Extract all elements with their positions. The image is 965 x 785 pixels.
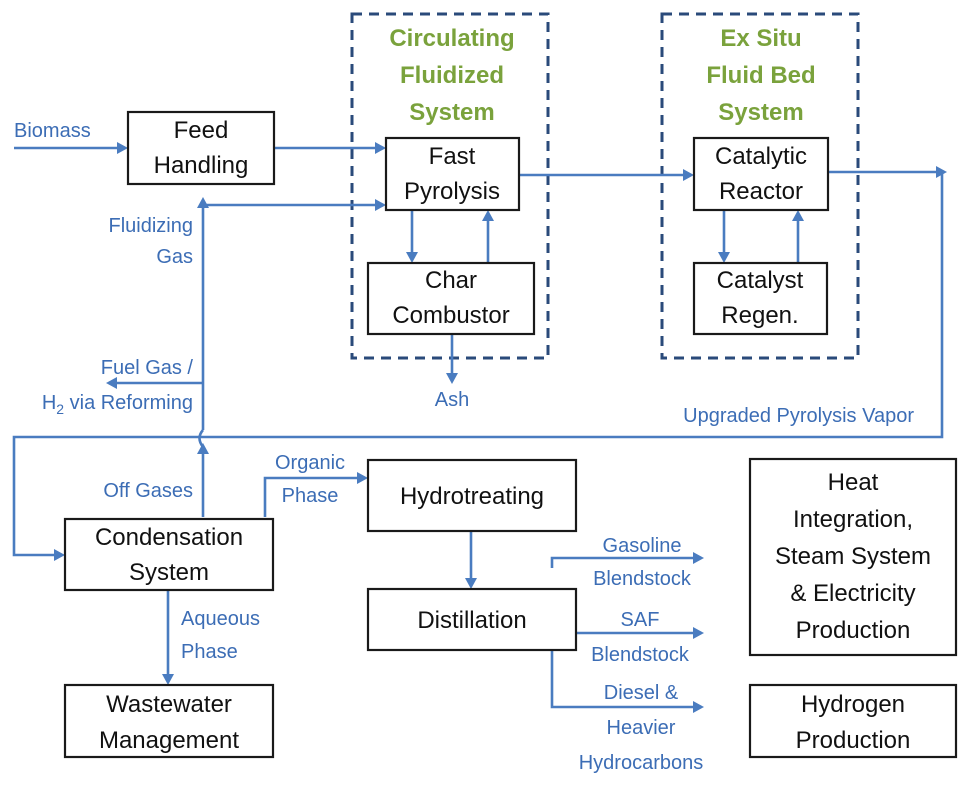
box-label: Production (796, 617, 911, 644)
fast-pyrolysis-box: Fast Pyrolysis (384, 136, 521, 212)
box-label: Hydrotreating (400, 483, 544, 510)
arrowhead (117, 142, 128, 154)
h2-subscript: 2 (56, 401, 64, 417)
diesel-line (550, 650, 698, 709)
box-label: Fast (429, 143, 476, 170)
ex-situ-fluid-bed-system-border (660, 12, 860, 360)
saf-label: SAF (621, 609, 660, 631)
hydrogen-production-box: Hydrogen Production (748, 683, 958, 759)
organic-phase-label: Organic (275, 452, 345, 474)
aqueous-phase-label: Phase (181, 641, 238, 663)
arrowhead (482, 210, 494, 221)
organic-phase-label: Phase (282, 485, 339, 507)
distillation-box: Distillation (366, 587, 578, 652)
organic-phase-line (263, 476, 363, 517)
box-label: Steam System (775, 543, 931, 570)
condensation-system-box: Condensation System (63, 517, 275, 592)
arrowhead (162, 674, 174, 685)
box-label: Regen. (721, 302, 798, 329)
box-label: Handling (154, 152, 249, 179)
char-combustor-box: Char Combustor (366, 261, 536, 336)
catalyst-regen-box: Catalyst Regen. (692, 261, 829, 336)
box-label: Hydrogen (801, 691, 905, 718)
system-title-line: Fluid Bed (706, 62, 815, 89)
system-title-line: Ex Situ (720, 25, 801, 52)
arrowhead (446, 373, 458, 384)
arrowhead (465, 578, 477, 589)
gasoline-label: Blendstock (593, 568, 692, 590)
box-label: Char (425, 267, 477, 294)
box-label: Combustor (392, 302, 509, 329)
diesel-label: Diesel & (604, 682, 679, 704)
box-label: Catalytic (715, 143, 807, 170)
hydrotreating-box: Hydrotreating (366, 458, 578, 533)
box-label: Distillation (417, 607, 526, 634)
ex-situ-fluid-bed-system-title: Ex Situ Fluid Bed System (706, 25, 815, 126)
arrowheads (54, 142, 947, 713)
biomass-label: Biomass (14, 120, 91, 142)
box-label: Condensation (95, 524, 243, 551)
feed-handling-box: Feed Handling (126, 110, 276, 186)
system-title-line: Fluidized (400, 62, 504, 89)
box-label: Feed (174, 117, 229, 144)
box-label: & Electricity (790, 580, 915, 607)
heat-integration-box: Heat Integration, Steam System & Electri… (748, 457, 958, 657)
arrowhead (683, 169, 694, 181)
upgraded-vapor-line (12, 170, 944, 557)
gasoline-label: Gasoline (603, 535, 682, 557)
flow-lines (12, 146, 944, 709)
box-label: Pyrolysis (404, 178, 500, 205)
arrowhead (693, 701, 704, 713)
upgraded-pyrolysis-vapor-label: Upgraded Pyrolysis Vapor (683, 405, 914, 427)
system-title-line: System (409, 99, 494, 126)
gasoline-line (550, 556, 698, 568)
box-label: Wastewater (106, 691, 232, 718)
arrowhead (54, 549, 65, 561)
fluidizing-gas-line (201, 203, 381, 430)
arrowhead (718, 252, 730, 263)
circulating-fluidized-system-title: Circulating Fluidized System (389, 25, 514, 126)
arrowhead (693, 552, 704, 564)
arrowhead (375, 142, 386, 154)
fluidizing-gas-label: Fluidizing (109, 215, 193, 237)
system-title-line: Circulating (389, 25, 514, 52)
box-label: Heat (828, 469, 879, 496)
off-gases-label: Off Gases (103, 480, 193, 502)
box-label: Catalyst (717, 267, 804, 294)
arrowhead (406, 252, 418, 263)
arrowhead (197, 443, 209, 454)
box-label: Reactor (719, 178, 803, 205)
arrowhead (693, 627, 704, 639)
fuel-gas-label: Fuel Gas / (101, 357, 194, 379)
aqueous-phase-label: Aqueous (181, 608, 260, 630)
diesel-label: Heavier (607, 717, 676, 739)
box-label: System (129, 559, 209, 586)
h2-rest: via Reforming (64, 392, 193, 414)
catalytic-reactor-box: Catalytic Reactor (692, 136, 830, 212)
arrowhead (106, 377, 117, 389)
wastewater-management-box: Wastewater Management (63, 683, 275, 759)
arrowhead (357, 472, 368, 484)
box-label: Production (796, 727, 911, 754)
box-label: Management (99, 727, 239, 754)
circulating-fluidized-system-border (350, 12, 550, 360)
h2-reforming-label: H2 via Reforming (42, 392, 193, 417)
fluidizing-gas-label: Gas (156, 246, 193, 268)
saf-label: Blendstock (591, 644, 690, 666)
h2-symbol: H (42, 392, 56, 414)
arrowhead (792, 210, 804, 221)
system-title-line: System (718, 99, 803, 126)
diesel-label: Hydrocarbons (579, 752, 704, 774)
arrowhead (936, 166, 947, 178)
box-label: Integration, (793, 506, 913, 533)
ash-label: Ash (435, 389, 469, 411)
arrowhead (197, 197, 209, 208)
arrowhead (375, 199, 386, 211)
